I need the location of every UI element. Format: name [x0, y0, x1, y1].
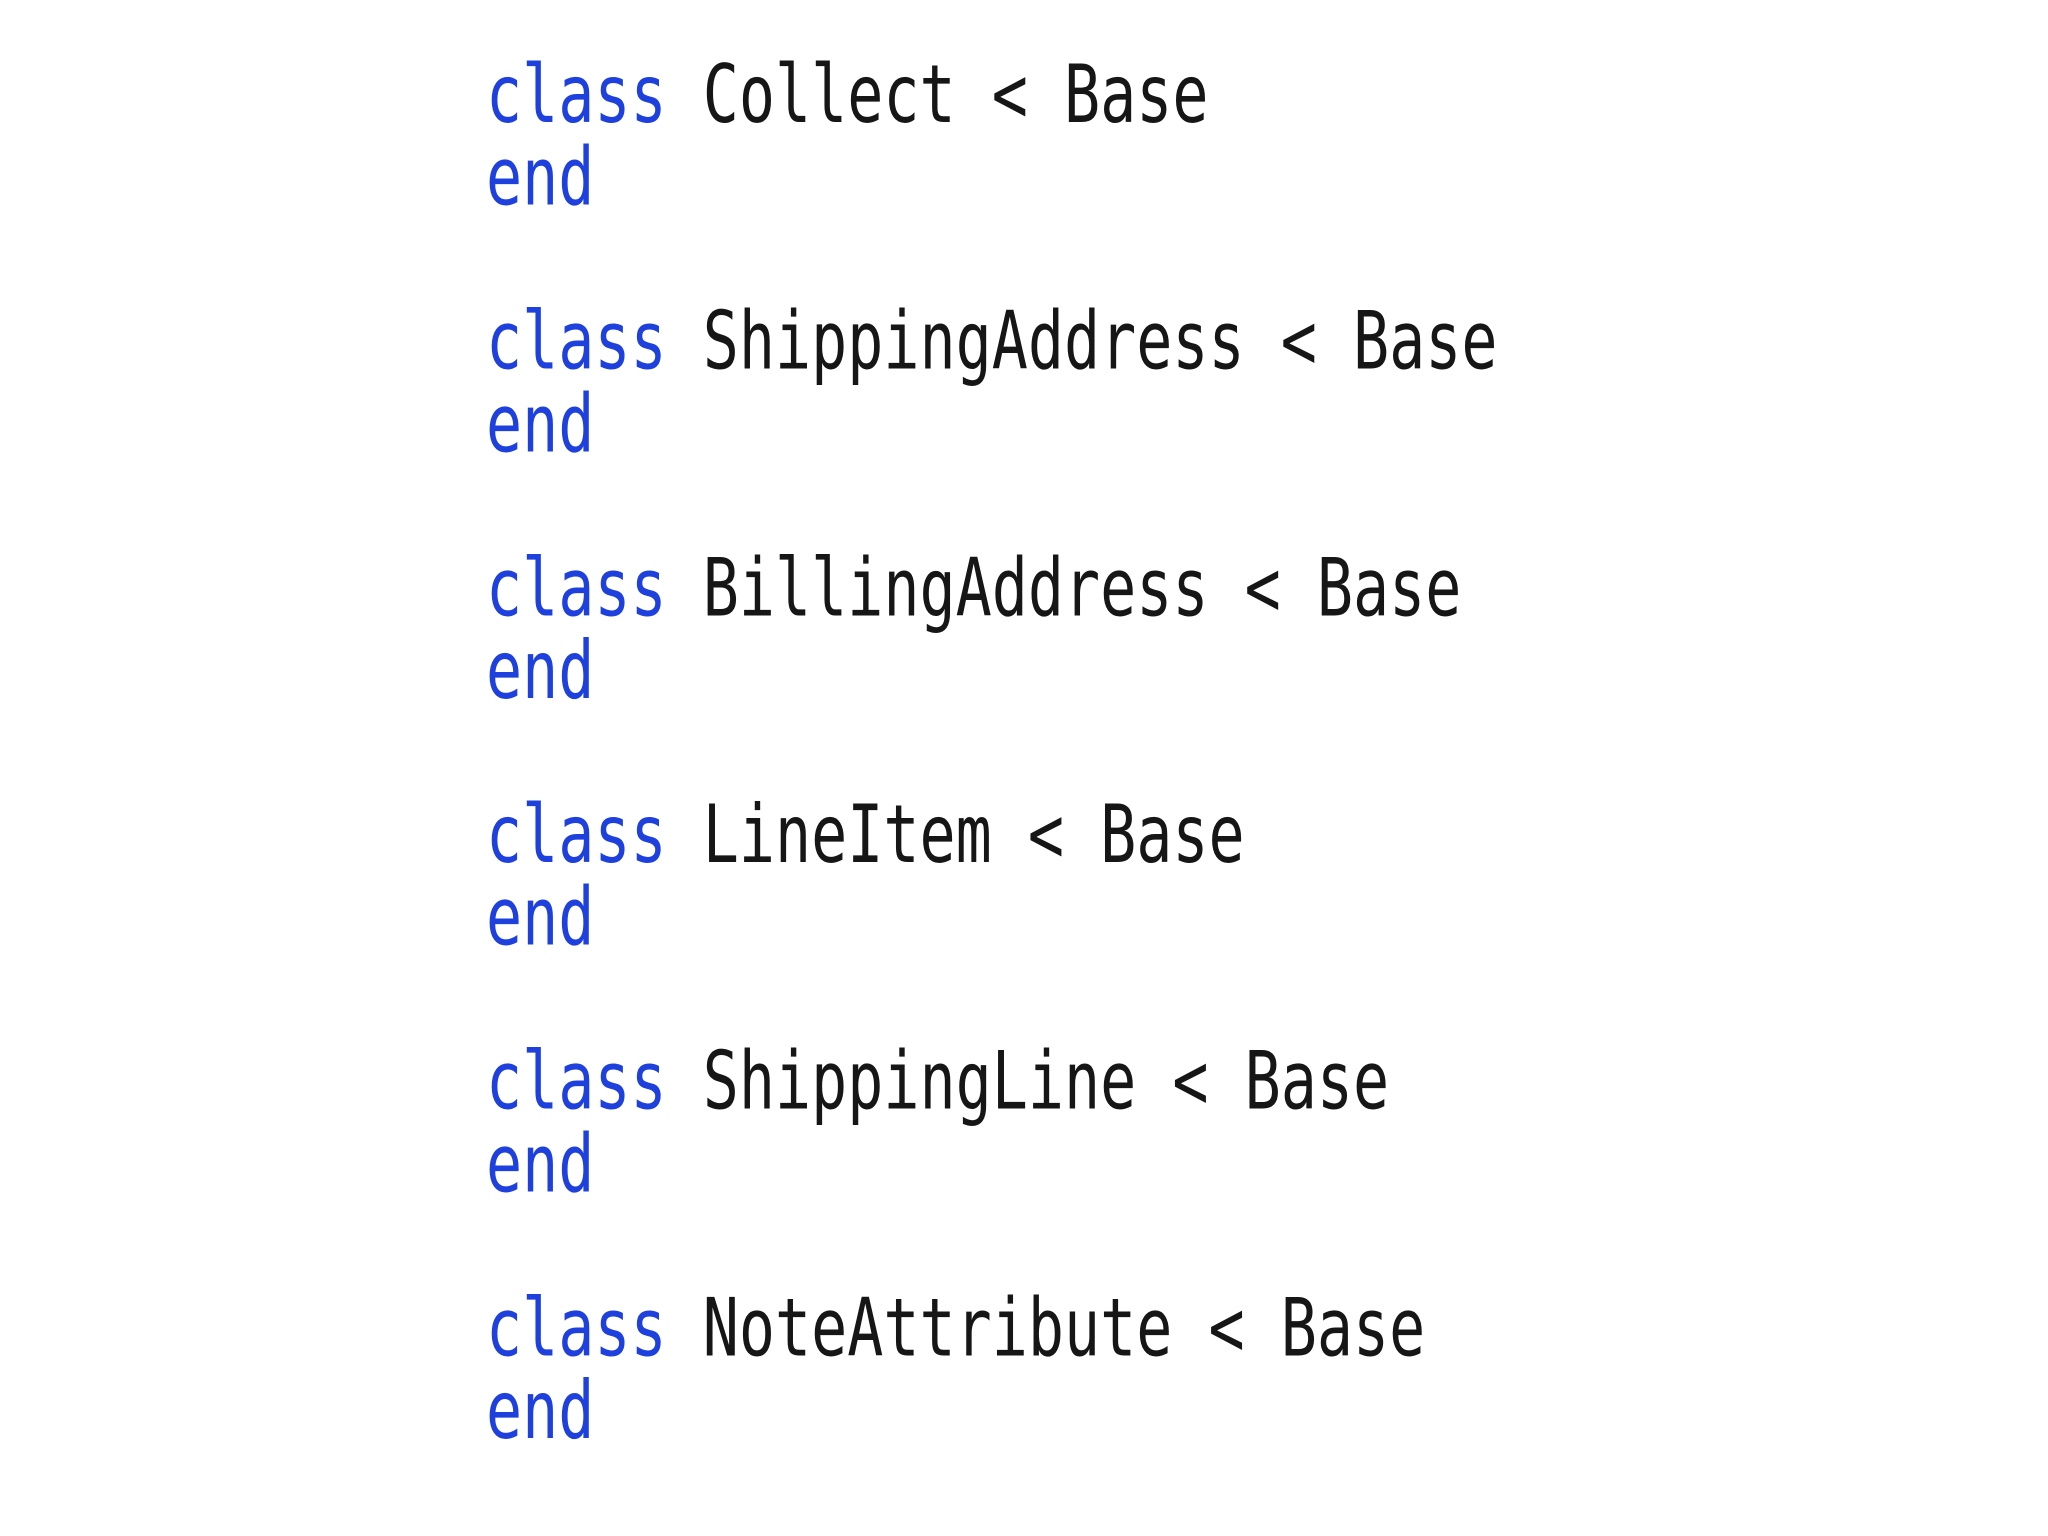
- keyword-class: class: [486, 1281, 667, 1376]
- keyword-end: end: [486, 377, 595, 472]
- keyword-end: end: [486, 1364, 595, 1458]
- class-name: NoteAttribute: [702, 1281, 1173, 1376]
- class-name: ShippingAddress: [702, 295, 1245, 389]
- keyword-end: end: [486, 871, 595, 965]
- class-name: LineItem: [702, 788, 992, 882]
- keyword-class: class: [486, 48, 667, 142]
- keyword-class: class: [486, 541, 667, 636]
- code-line-class-declaration: class ShippingLine < Base: [486, 1041, 1497, 1124]
- code-slide: class Collect < Base end class ShippingA…: [486, 54, 1497, 1534]
- code-line-class-declaration: class LineItem < Base: [486, 794, 1497, 877]
- class-definition-block: class BillingAddress < Base end: [486, 547, 1497, 712]
- code-line-class-declaration: class Collect < Base: [486, 54, 1497, 137]
- class-name: BillingAddress: [702, 541, 1209, 636]
- class-definition-block: class LineItem < Base end: [486, 794, 1497, 959]
- code-line-end: end: [486, 1370, 1497, 1453]
- keyword-class: class: [486, 1035, 667, 1129]
- inheritance-operator: <: [1280, 295, 1317, 389]
- keyword-end: end: [486, 131, 595, 225]
- code-line-class-declaration: class BillingAddress < Base: [486, 547, 1497, 630]
- superclass-name: Base: [1280, 1281, 1426, 1376]
- class-definition-block: class ShippingAddress < Base end: [486, 301, 1497, 466]
- keyword-class: class: [486, 295, 667, 389]
- superclass-name: Base: [1352, 295, 1498, 389]
- superclass-name: Base: [1100, 788, 1245, 882]
- class-name: Collect: [702, 48, 956, 142]
- code-line-end: end: [486, 383, 1497, 466]
- code-line-class-declaration: class ShippingAddress < Base: [486, 301, 1497, 384]
- code-line-end: end: [486, 630, 1497, 713]
- class-definition-block: class ShippingLine < Base end: [486, 1041, 1497, 1206]
- keyword-class: class: [486, 788, 667, 882]
- inheritance-operator: <: [1208, 1281, 1245, 1376]
- superclass-name: Base: [1244, 1035, 1390, 1129]
- superclass-name: Base: [1316, 541, 1462, 636]
- class-definition-block: class Collect < Base end: [486, 54, 1497, 219]
- inheritance-operator: <: [991, 48, 1028, 142]
- keyword-end: end: [486, 1117, 595, 1212]
- inheritance-operator: <: [1244, 541, 1281, 636]
- class-name: ShippingLine: [702, 1035, 1137, 1129]
- inheritance-operator: <: [1172, 1035, 1209, 1129]
- keyword-end: end: [486, 624, 595, 718]
- superclass-name: Base: [1064, 48, 1209, 142]
- code-line-end: end: [486, 877, 1497, 960]
- code-line-end: end: [486, 137, 1497, 220]
- code-line-class-declaration: class NoteAttribute < Base: [486, 1287, 1497, 1370]
- class-definition-block: class NoteAttribute < Base end: [486, 1287, 1497, 1452]
- inheritance-operator: <: [1027, 788, 1064, 882]
- code-line-end: end: [486, 1123, 1497, 1206]
